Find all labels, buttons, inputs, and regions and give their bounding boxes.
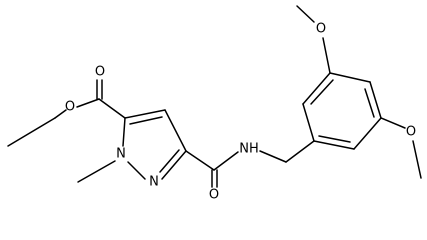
bond-ar-c4-c5 [369,81,382,119]
atom-methoxy-right-o: O [406,125,416,140]
atom-n2: N [149,175,159,190]
bond-c4-c3 [164,109,187,152]
bond-ar-c5-o-right [380,117,406,129]
atom-n1: N [116,147,126,162]
atom-amide-o: O [209,188,219,203]
bond-n2-n1 [127,161,146,180]
bond-ar-c6-c1-inner [318,135,351,143]
bond-o-right-ch3 [412,140,422,179]
molecule-drawing: O O N N O NH O O [7,5,422,203]
bond-ar-c2-c3 [302,72,331,105]
bond-n-ch2 [259,150,287,163]
structure-canvas: O O N N O NH O O [7,5,422,203]
bond-ar-c1-c2 [302,103,315,142]
bond-ethyl-ch3-ch2 [7,117,56,147]
atom-ester-carbonyl-o: O [95,65,105,80]
bond-c5-c4-inner [129,116,163,125]
bond-ar-c3-o-top [322,37,331,74]
bond-ethyl-ch2-o [54,109,67,119]
bond-n1-methyl [77,160,116,183]
atom-methoxy-top-o: O [316,22,326,37]
bond-c3-amide-c [185,150,215,171]
bond-ar-c3-c4 [329,72,371,83]
atom-ester-o: O [65,100,75,115]
atom-amide-nh: NH [239,142,259,157]
bond-o-top-ch3 [296,5,315,23]
bond-ar-c4-c5-inner [364,88,375,118]
bond-ar-c5-c6 [353,117,382,150]
bond-ar-c6-c1 [313,140,355,150]
bond-ar-c2-c3-inner [310,79,334,105]
bond-n1-c5 [122,117,126,147]
bond-ch2-aryl [285,140,315,163]
bond-c5-c4 [124,109,166,119]
bond-amide-c-n [213,151,239,171]
bond-c3-n2 [161,150,187,180]
bond-carbonyl-c5 [98,98,126,119]
bond-ester-o-carbonyl [76,98,100,108]
bond-c3-n2-inner [159,149,180,173]
